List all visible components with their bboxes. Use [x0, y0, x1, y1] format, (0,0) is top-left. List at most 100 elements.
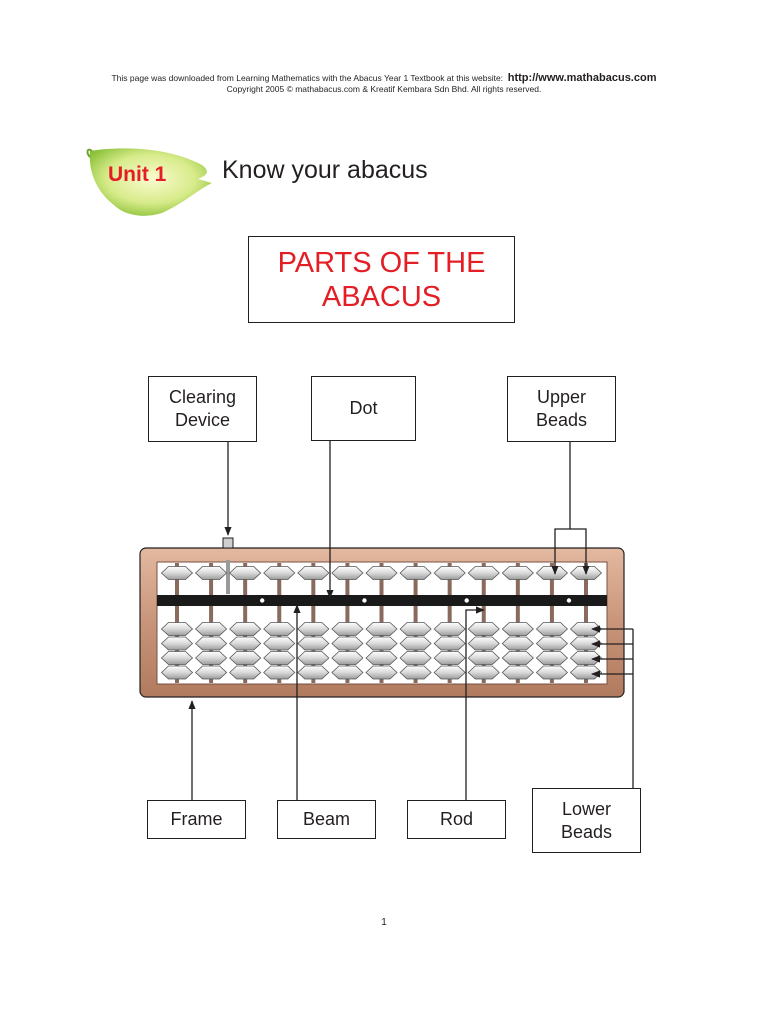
lower-bead	[535, 622, 569, 636]
lower-bead	[160, 651, 194, 665]
lower-bead	[467, 665, 500, 680]
lower-bead	[399, 622, 432, 636]
lower-bead	[535, 651, 569, 665]
diagram-title-line-2: ABACUS	[321, 280, 442, 313]
lower-bead	[399, 651, 432, 665]
lower-bead	[501, 665, 534, 680]
upper-bead	[297, 566, 330, 580]
lower-bead	[569, 665, 603, 680]
lower-bead	[297, 622, 330, 636]
lower-bead	[365, 636, 398, 651]
lower-bead	[365, 665, 398, 680]
lower-bead	[569, 651, 603, 665]
upper-bead	[399, 566, 432, 580]
lower-bead	[467, 651, 500, 665]
beam-dot	[464, 598, 469, 603]
upper-bead	[229, 566, 262, 580]
lower-bead	[399, 636, 432, 651]
leaf-icon	[89, 148, 212, 216]
lower-bead	[501, 622, 534, 636]
label-frame: Frame	[147, 800, 246, 839]
lower-bead	[229, 622, 262, 636]
upper-bead	[467, 566, 500, 580]
header-line-1: This page was downloaded from Learning M…	[0, 73, 768, 84]
upper-bead	[365, 566, 398, 580]
header-url[interactable]: http://www.mathabacus.com	[507, 72, 657, 84]
lower-bead	[297, 651, 330, 665]
beam-dot	[566, 598, 572, 603]
lower-bead	[263, 665, 296, 680]
label-clearing-device: Clearing Device	[148, 376, 257, 442]
lower-bead	[263, 622, 296, 636]
lower-bead	[501, 636, 534, 651]
lower-bead	[263, 651, 296, 665]
unit-title: Know your abacus	[222, 156, 428, 184]
header-copyright: Copyright 2005 © mathabacus.com & Kreati…	[226, 84, 542, 94]
lower-bead	[331, 665, 364, 680]
lower-bead	[433, 651, 466, 665]
lower-bead	[297, 636, 330, 651]
upper-bead	[331, 566, 364, 580]
lower-bead	[535, 665, 569, 680]
lower-bead	[297, 665, 330, 680]
lower-bead	[229, 636, 262, 651]
label-upper-beads-line-2: Beads	[535, 410, 588, 430]
upper-bead	[501, 566, 534, 580]
label-dot-text: Dot	[349, 398, 378, 418]
lower-bead	[467, 622, 500, 636]
lower-bead	[263, 636, 296, 651]
label-upper-beads-line-1: Upper	[536, 387, 587, 407]
lower-bead	[433, 622, 466, 636]
beam-dot	[362, 598, 367, 603]
upper-bead	[194, 566, 228, 580]
lower-bead	[331, 636, 364, 651]
lower-bead	[160, 636, 194, 651]
label-rod-text: Rod	[439, 809, 474, 829]
lower-bead	[331, 622, 364, 636]
lower-bead	[229, 665, 262, 680]
upper-bead	[535, 566, 569, 580]
label-clearing-device-line-2: Device	[174, 410, 231, 430]
label-rod: Rod	[407, 800, 506, 839]
lower-bead	[399, 665, 432, 680]
lower-bead	[433, 636, 466, 651]
lower-bead	[535, 636, 569, 651]
page-header: This page was downloaded from Learning M…	[0, 73, 768, 95]
lower-bead	[160, 665, 194, 680]
unit-badge: Unit 1	[86, 148, 212, 216]
lower-bead	[160, 622, 194, 636]
diagram-title-line-1: PARTS OF THE	[277, 246, 486, 279]
upper-bead	[263, 566, 296, 580]
label-lower-beads-line-2: Beads	[560, 821, 613, 842]
label-frame-text: Frame	[170, 809, 223, 829]
label-upper-beads: Upper Beads	[507, 376, 616, 442]
lower-bead	[365, 622, 398, 636]
abacus-beam	[157, 595, 607, 606]
clearing-device-button	[222, 537, 234, 549]
upper-bead	[433, 566, 466, 580]
beam-dot	[260, 598, 265, 603]
label-lower-beads: Lower Beads	[532, 788, 641, 853]
lower-bead	[501, 651, 534, 665]
beam-dots	[260, 598, 572, 603]
label-clearing-device-line-1: Clearing	[168, 387, 237, 407]
label-beam-text: Beam	[302, 809, 351, 829]
lower-bead	[194, 622, 228, 636]
lower-bead	[194, 665, 228, 680]
lower-bead	[365, 651, 398, 665]
lower-bead	[229, 651, 262, 665]
lower-bead	[331, 651, 364, 665]
abacus-rods	[160, 563, 603, 683]
lower-bead	[194, 651, 228, 665]
unit-badge-label: Unit 1	[108, 163, 167, 186]
page-number: 1	[381, 917, 387, 928]
lower-bead	[194, 636, 228, 651]
header-source-text: This page was downloaded from Learning M…	[111, 73, 504, 83]
diagram-title-box: PARTS OF THE ABACUS	[248, 236, 515, 323]
label-lower-beads-line-1: Lower	[561, 798, 612, 819]
label-beam: Beam	[277, 800, 376, 839]
upper-bead	[160, 566, 194, 580]
lower-bead	[433, 665, 466, 680]
lower-bead	[467, 636, 500, 651]
